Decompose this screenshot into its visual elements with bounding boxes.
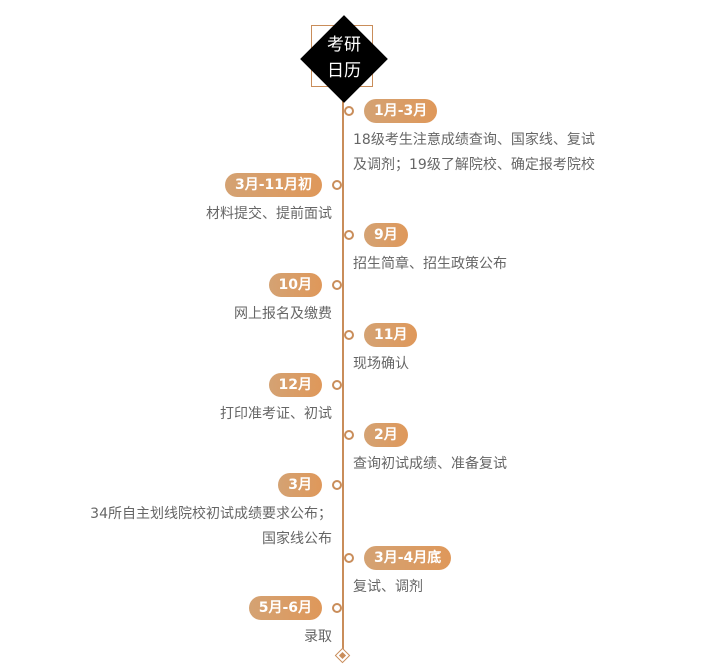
timeline-end-icon: [334, 647, 351, 664]
period-badge: 12月: [268, 373, 322, 397]
period-badge: 3月-4月底: [364, 546, 452, 570]
period-badge: 2月: [364, 423, 408, 447]
event-description: 网上报名及缴费: [234, 306, 332, 322]
timeline-dot-icon: [332, 380, 342, 390]
timeline-title: 考研 日历: [327, 35, 361, 81]
period-badge: 5月-6月: [248, 596, 322, 620]
timeline-dot-icon: [332, 480, 342, 490]
timeline-dot-icon: [344, 230, 354, 240]
event-description: 34所自主划线院校初试成绩要求公布； 国家线公布: [90, 506, 332, 547]
timeline-dot-icon: [344, 106, 354, 116]
timeline-axis: [342, 90, 344, 655]
event-description: 查询初试成绩、准备复试: [353, 456, 507, 472]
timeline-dot-icon: [344, 553, 354, 563]
event-description: 打印准考证、初试: [220, 406, 332, 422]
period-badge: 10月: [268, 273, 322, 297]
timeline-dot-icon: [332, 603, 342, 613]
period-badge: 11月: [364, 323, 418, 347]
event-description: 现场确认: [353, 356, 409, 372]
period-badge: 9月: [364, 223, 408, 247]
event-description: 招生简章、招生政策公布: [353, 256, 507, 272]
event-description: 18级考生注意成绩查询、国家线、复试 及调剂；19级了解院校、确定报考院校: [353, 132, 595, 173]
period-badge: 3月: [278, 473, 322, 497]
period-badge: 1月-3月: [364, 99, 438, 123]
timeline-dot-icon: [332, 180, 342, 190]
timeline-dot-icon: [332, 280, 342, 290]
period-badge: 3月-11月初: [224, 173, 322, 197]
timeline-dot-icon: [344, 430, 354, 440]
event-description: 复试、调剂: [353, 579, 423, 595]
event-description: 录取: [304, 629, 332, 645]
timeline-dot-icon: [344, 330, 354, 340]
event-description: 材料提交、提前面试: [206, 206, 332, 222]
